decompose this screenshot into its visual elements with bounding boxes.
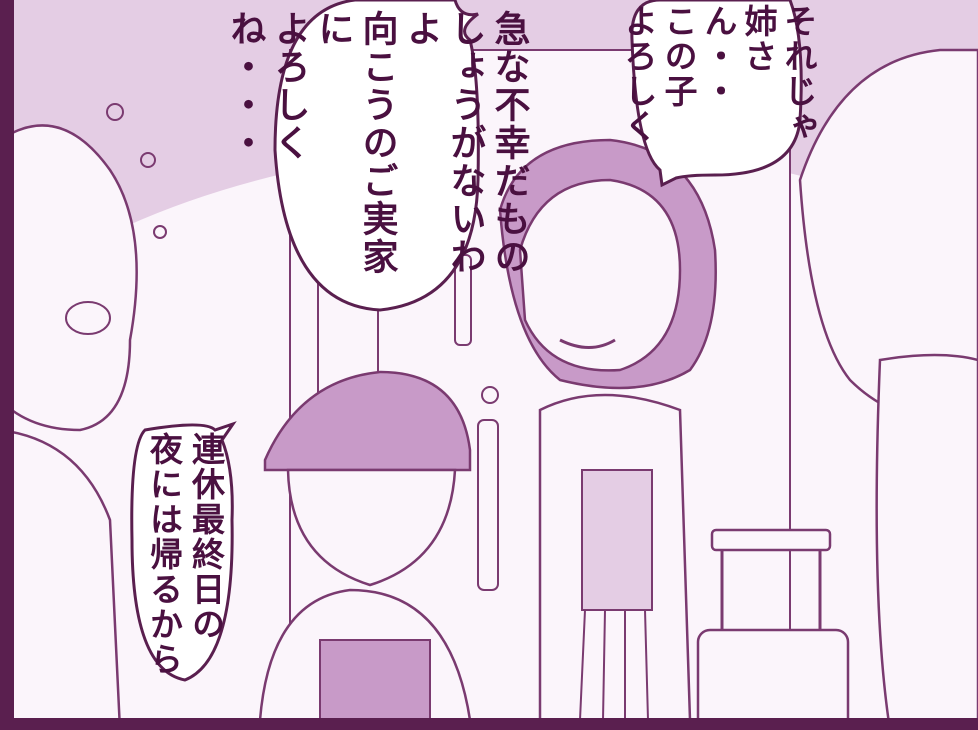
bubble-center-text: 急な不幸だもの しょうがないわよ 向こうのご実家に よろしくね・・・ (225, 10, 531, 300)
bubble-bottom-left-lines: 連休最終日の 夜には帰るから (143, 432, 227, 677)
speech-bubble-top-right (630, 0, 803, 188)
bubble-center-line-3: 向こうのご実家に (312, 10, 399, 276)
sparkle (106, 103, 124, 121)
speech-bubble-center (273, 0, 480, 312)
bubble-bottom-left-line-2: 夜には帰るから (144, 432, 184, 677)
left-woman-glasses (65, 301, 111, 335)
boy-cap (263, 370, 472, 472)
door-knob (481, 386, 499, 404)
suitcase-body (696, 628, 850, 730)
bubble-center-line-1: 急な不幸だもの (488, 10, 531, 276)
mother-face (518, 178, 682, 372)
mother-top (581, 469, 653, 611)
right-woman-body (875, 353, 978, 730)
door-handle-plate (477, 419, 499, 591)
bubble-top-right-text: それじゃ 姉さん・・ この子 よろしく (619, 4, 818, 172)
sparkle (153, 225, 167, 239)
suitcase-handle (710, 528, 832, 552)
bubble-top-right-line-2: 姉さん・・ (699, 4, 778, 109)
boy-shirt-stripe (319, 639, 431, 721)
bubble-top-right-line-4: よろしく (619, 4, 658, 144)
bubble-bottom-left-text: 連休最終日の 夜には帰るから (137, 432, 232, 677)
left-woman-head (0, 124, 138, 432)
bubble-bottom-left-line-1: 連休最終日の (186, 432, 226, 642)
sparkle (140, 152, 156, 168)
bubble-center-line-2: しょうがないわよ (400, 10, 487, 276)
bubble-center-lines: 急な不幸だもの しょうがないわよ 向こうのご実家に よろしくね・・・ (224, 10, 532, 300)
boy-face (286, 468, 457, 587)
left-woman-body (0, 428, 122, 730)
mother-skirt-pleats (579, 609, 649, 721)
speech-bubble-bottom-left (130, 421, 237, 682)
bubble-top-right-line-3: この子 (659, 4, 698, 109)
bubble-top-right-line-1: それじゃ (779, 4, 818, 144)
bubble-center-line-4: よろしくね・・・ (224, 10, 311, 162)
suitcase-rods (720, 550, 822, 640)
bubble-top-right-lines: それじゃ 姉さん・・ この子 よろしく (618, 4, 818, 172)
mother-mouth (559, 338, 616, 349)
